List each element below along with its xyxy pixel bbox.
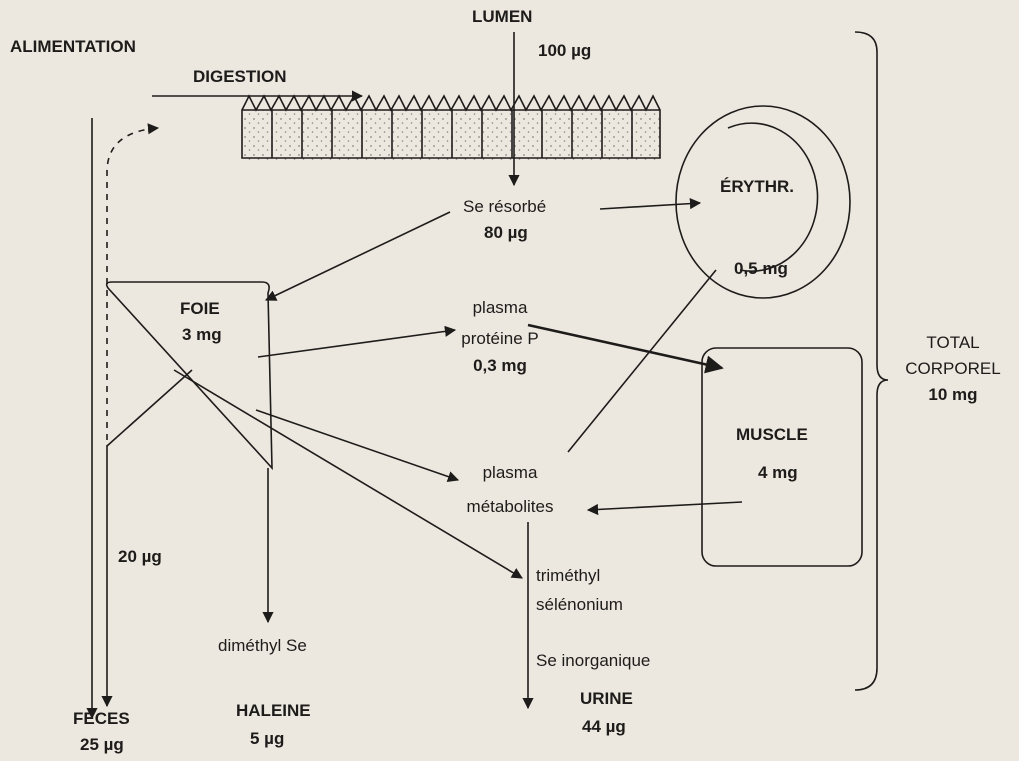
plasma-metabolites-label-2: métabolites (450, 496, 570, 518)
muscle-shape (702, 348, 862, 566)
haleine-label: HALEINE (236, 700, 311, 722)
se-resorbe-label: Se résorbé (463, 196, 546, 218)
foie-label: FOIE (180, 298, 220, 320)
muscle-value: 4 mg (758, 462, 798, 484)
feces-mid-value: 20 µg (118, 546, 162, 568)
protein-to-muscle-arrow (528, 325, 722, 368)
liver-to-metabolites-arrow (256, 410, 458, 480)
total-corporel-label-2: CORPOREL (893, 358, 1013, 380)
feces-value: 25 µg (80, 734, 124, 756)
total-bracket (855, 32, 888, 690)
plasma-protein-label-2: protéine P (445, 328, 555, 350)
liver-to-feces-line (107, 370, 192, 446)
plasma-protein-value: 0,3 mg (460, 355, 540, 377)
foie-value: 3 mg (182, 324, 222, 346)
se-inorganique-label: Se inorganique (536, 650, 650, 672)
erythr-label: ÉRYTHR. (720, 176, 794, 198)
plasma-metabolites-label-1: plasma (455, 462, 565, 484)
total-corporel-label-1: TOTAL (893, 332, 1013, 354)
alimentation-label: ALIMENTATION (10, 36, 136, 58)
digestion-label: DIGESTION (193, 66, 287, 88)
enterohepatic-dashed-arrow (107, 128, 158, 440)
lumen-value: 100 µg (538, 40, 591, 62)
liver-to-protein-arrow (258, 330, 455, 357)
haleine-value: 5 µg (250, 728, 284, 750)
urine-value: 44 µg (582, 716, 626, 738)
muscle-to-metabolites-arrow (588, 502, 742, 510)
urine-label: URINE (580, 688, 633, 710)
se-resorbe-value: 80 µg (484, 222, 528, 244)
resorbed-to-erythr-arrow (600, 203, 700, 209)
trimethyl-label-1: triméthyl (536, 565, 600, 587)
resorbed-to-liver-arrow (266, 212, 450, 300)
trimethyl-label-2: sélénonium (536, 594, 623, 616)
muscle-label: MUSCLE (736, 424, 808, 446)
total-corporel-value: 10 mg (893, 384, 1013, 406)
plasma-protein-label-1: plasma (460, 297, 540, 319)
feces-label: FECES (73, 708, 130, 730)
lumen-label: LUMEN (472, 6, 532, 28)
intestinal-epithelium-shape (242, 96, 660, 160)
dimethyl-se-label: diméthyl Se (218, 635, 307, 657)
erythr-value: 0,5 mg (734, 258, 788, 280)
